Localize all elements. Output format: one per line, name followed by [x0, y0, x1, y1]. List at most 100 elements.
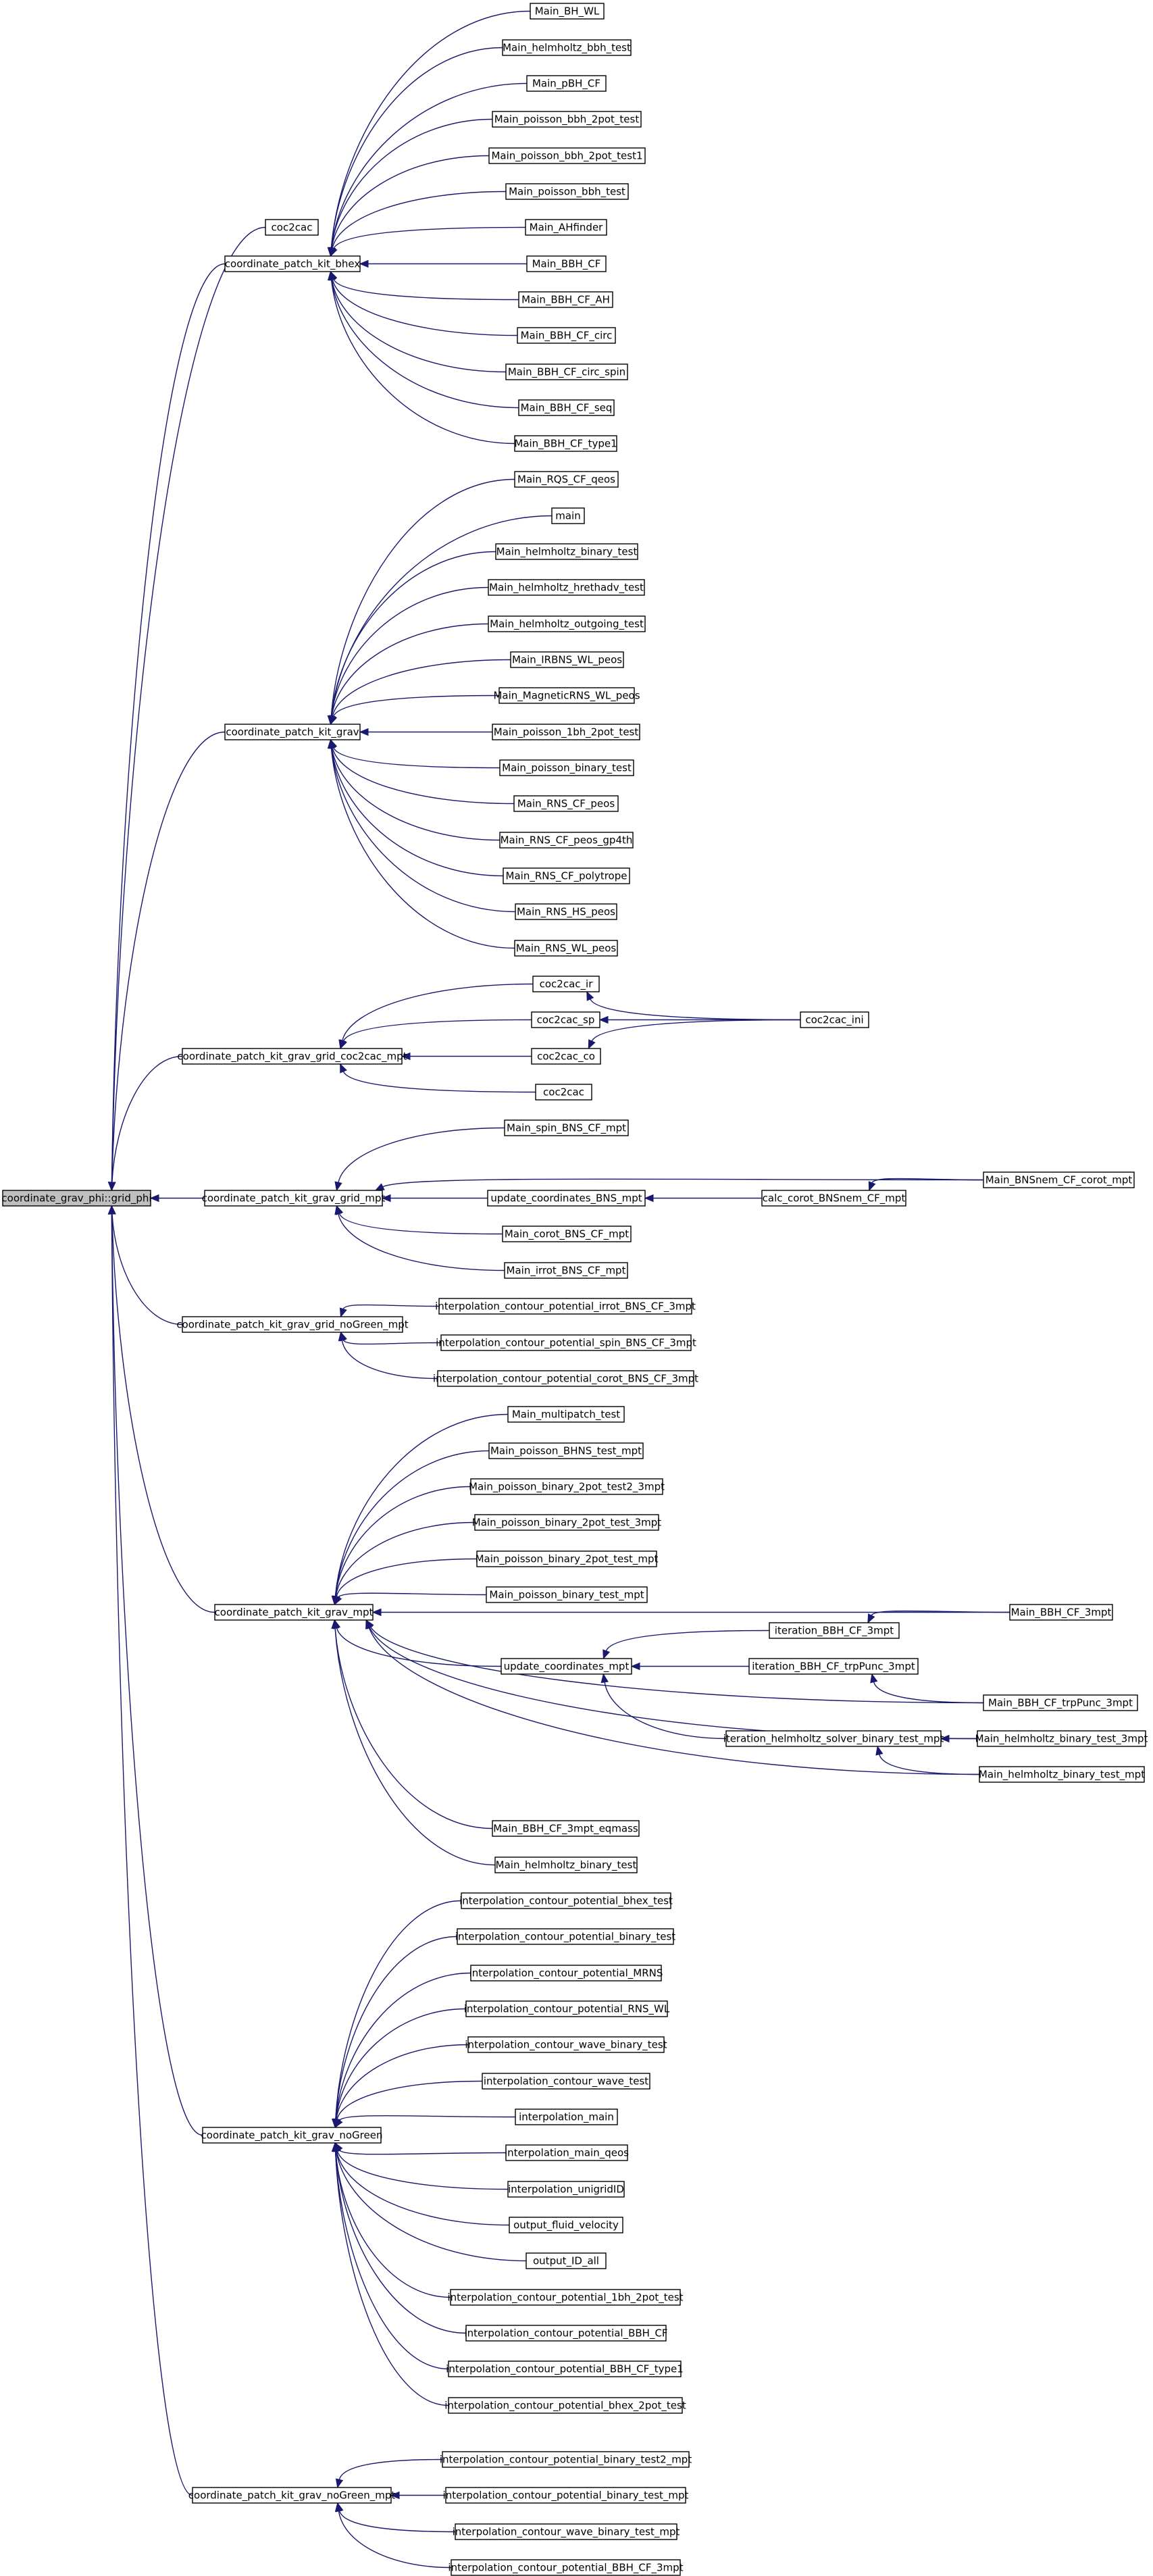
- node-Main_BNSnem_CF_corot_mpt[interactable]: Main_BNSnem_CF_corot_mpt: [983, 1171, 1135, 1188]
- node-iteration_BBH_CF_3mpt[interactable]: iteration_BBH_CF_3mpt: [769, 1622, 900, 1639]
- node-Main_helmholtz_binary_test[interactable]: Main_helmholtz_binary_test: [495, 543, 638, 560]
- edge-line: [332, 191, 507, 249]
- node-icp_BBH_CF_type1[interactable]: interpolation_contour_potential_BBH_CF_t…: [446, 2360, 684, 2377]
- node-Main_MagneticRNS_WL_peos[interactable]: Main_MagneticRNS_WL_peos: [493, 687, 640, 704]
- edge-line: [330, 10, 531, 249]
- node-Main_poisson_bbh_2pot_test[interactable]: Main_poisson_bbh_2pot_test: [492, 111, 642, 128]
- node-interpolation_main_qeos[interactable]: interpolation_main_qeos: [505, 2144, 629, 2161]
- node-icp_binary_test_mpt[interactable]: interpolation_contour_potential_binary_t…: [443, 2487, 689, 2504]
- node-calc_corot_BNSnem_CF_mpt[interactable]: calc_corot_BNSnem_CF_mpt: [761, 1190, 906, 1207]
- node-icp_1bh_2pot_test[interactable]: interpolation_contour_potential_1bh_2pot…: [447, 2289, 684, 2306]
- node-coc2cac_ini[interactable]: coc2cac_ini: [800, 1011, 869, 1028]
- node-Main_BBH_CF_AH[interactable]: Main_BBH_CF_AH: [518, 291, 613, 308]
- node-Main_pBH_CF[interactable]: Main_pBH_CF: [526, 75, 607, 92]
- node-Main_IRBNS_WL_peos[interactable]: Main_IRBNS_WL_peos: [510, 651, 624, 668]
- edge-line: [111, 731, 226, 1183]
- node-icw_binary_test[interactable]: interpolation_contour_wave_binary_test: [465, 2036, 667, 2053]
- node-kit_grav[interactable]: coordinate_patch_kit_grav: [224, 724, 361, 740]
- node-kit_grav_noGreen_mpt[interactable]: coordinate_patch_kit_grav_noGreen_mpt: [188, 2487, 396, 2504]
- edge-kit_grav_noGreen_mpt-to-icp_binary_test_mpt: [390, 2491, 446, 2500]
- node-Main_RQS_CF_qeos[interactable]: Main_RQS_CF_qeos: [514, 471, 619, 488]
- node-kit_grid_mpt[interactable]: coordinate_patch_kit_grav_grid_mpt: [202, 1190, 386, 1207]
- node-output_fluid_velocity[interactable]: output_fluid_velocity: [509, 2217, 623, 2233]
- node-Main_RNS_CF_peos[interactable]: Main_RNS_CF_peos: [513, 795, 619, 812]
- node-label: Main_helmholtz_hrethadv_test: [489, 582, 644, 595]
- node-icw_binary_test_mpt[interactable]: interpolation_contour_wave_binary_test_m…: [453, 2523, 680, 2540]
- node-icp_bhex_2pot_test[interactable]: interpolation_contour_potential_bhex_2po…: [444, 2397, 686, 2414]
- node-Main_multipatch_test[interactable]: Main_multipatch_test: [507, 1406, 625, 1423]
- node-kit_grav_mpt[interactable]: coordinate_patch_kit_grav_mpt: [214, 1604, 374, 1621]
- edge-line: [369, 1627, 978, 1740]
- node-coc2cac_top[interactable]: coc2cac: [265, 219, 319, 236]
- node-icp_binary_test[interactable]: interpolation_contour_potential_binary_t…: [455, 1928, 675, 1945]
- node-icp_BBH_CF[interactable]: interpolation_contour_potential_BBH_CF: [464, 2325, 668, 2342]
- node-Main_helmholtz_binary_test_3mpt[interactable]: Main_helmholtz_binary_test_3mpt: [975, 1730, 1148, 1747]
- node-Main_RNS_HS_peos[interactable]: Main_RNS_HS_peos: [515, 903, 617, 920]
- node-coc2cac_ir[interactable]: coc2cac_ir: [532, 976, 600, 992]
- node-update_coordinates_BNS_mpt[interactable]: update_coordinates_BNS_mpt: [487, 1190, 646, 1207]
- edge-kit_grav-to-Main_RNS_CF_peos_gp4th: [328, 738, 501, 841]
- node-label: iteration_BBH_CF_trpPunc_3mpt: [752, 1661, 915, 1673]
- node-Main_BBH_CF[interactable]: Main_BBH_CF: [526, 255, 607, 272]
- node-Main_poisson_binary_2pot_test_mpt[interactable]: Main_poisson_binary_2pot_test_mpt: [476, 1550, 659, 1567]
- node-Main_corot_BNS_CF_mpt[interactable]: Main_corot_BNS_CF_mpt: [502, 1226, 632, 1242]
- node-kit_bhex[interactable]: coordinate_patch_kit_bhex: [224, 255, 361, 272]
- node-iteration_BBH_CF_trpPunc_3mpt[interactable]: iteration_BBH_CF_trpPunc_3mpt: [748, 1658, 919, 1675]
- node-Main_poisson_1bh_2pot_test[interactable]: Main_poisson_1bh_2pot_test: [492, 724, 640, 740]
- node-Main_helmholtz_bbh_test[interactable]: Main_helmholtz_bbh_test: [502, 39, 632, 56]
- node-Main_AHfinder[interactable]: Main_AHfinder: [525, 219, 607, 236]
- node-label: Main_AHfinder: [530, 222, 604, 234]
- node-Main_spin_BNS_CF_mpt[interactable]: Main_spin_BNS_CF_mpt: [504, 1119, 629, 1136]
- node-Main_BBH_CF_circ[interactable]: Main_BBH_CF_circ: [517, 327, 616, 344]
- node-Main_BBH_CF_circ_spin[interactable]: Main_BBH_CF_circ_spin: [505, 363, 628, 380]
- node-kit_grid_coc2cac[interactable]: coordinate_patch_kit_grav_grid_coc2cac_m…: [177, 1048, 407, 1065]
- node-icp_MRNS[interactable]: interpolation_contour_potential_MRNS: [469, 1965, 663, 1981]
- node-Main_poisson_binary_test[interactable]: Main_poisson_binary_test: [499, 759, 634, 776]
- node-icw_test[interactable]: interpolation_contour_wave_test: [482, 2073, 650, 2090]
- node-icp_bhex_test[interactable]: interpolation_contour_potential_bhex_tes…: [459, 1892, 673, 1909]
- node-interpolation_main[interactable]: interpolation_main: [515, 2108, 618, 2125]
- node-box: [517, 327, 616, 344]
- node-icp_RNS_WL[interactable]: interpolation_contour_potential_RNS_WL: [464, 2000, 670, 2017]
- node-Main_BBH_CF_type1[interactable]: Main_BBH_CF_type1: [514, 435, 617, 452]
- node-label: Main_RNS_HS_peos: [517, 906, 615, 919]
- node-Main_poisson_binary_2pot_test_3mpt[interactable]: Main_poisson_binary_2pot_test_3mpt: [472, 1514, 662, 1531]
- node-coordinate_grav_phi[interactable]: coordinate_grav_phi::grid_phi: [1, 1190, 152, 1207]
- node-icp_spin_BNS_CF_3mpt[interactable]: interpolation_contour_potential_spin_BNS…: [436, 1334, 696, 1351]
- node-iteration_helmholtz_solver_binary_test_mpt[interactable]: iteration_helmholtz_solver_binary_test_m…: [723, 1730, 944, 1747]
- node-kit_grav_noGreen[interactable]: coordinate_patch_kit_grav_noGreen: [201, 2127, 383, 2144]
- node-Main_helmholtz_hrethadv_test[interactable]: Main_helmholtz_hrethadv_test: [488, 579, 645, 596]
- node-kit_grid_noGreen_mpt[interactable]: coordinate_patch_kit_grav_grid_noGreen_m…: [176, 1316, 409, 1333]
- node-Main_BH_WL[interactable]: Main_BH_WL: [530, 3, 605, 20]
- node-Main_BBH_CF_seq[interactable]: Main_BBH_CF_seq: [518, 399, 615, 416]
- node-label: coordinate_patch_kit_bhex: [225, 258, 361, 271]
- node-Main_BBH_CF_3mpt[interactable]: Main_BBH_CF_3mpt: [1009, 1604, 1113, 1621]
- node-coc2cac_sp[interactable]: coc2cac_sp: [531, 1011, 600, 1028]
- node-icp_irrot_BNS_CF_3mpt[interactable]: interpolation_contour_potential_irrot_BN…: [435, 1298, 696, 1315]
- node-main[interactable]: main: [551, 507, 585, 524]
- node-icp_corot_BNS_CF_3mpt[interactable]: interpolation_contour_potential_corot_BN…: [433, 1370, 698, 1387]
- node-Main_poisson_bbh_2pot_test1[interactable]: Main_poisson_bbh_2pot_test1: [488, 147, 646, 164]
- node-update_coordinates_mpt[interactable]: update_coordinates_mpt: [501, 1658, 632, 1675]
- node-Main_poisson_binary_2pot_test2_3mpt[interactable]: Main_poisson_binary_2pot_test2_3mpt: [469, 1478, 665, 1495]
- node-icp_BBH_CF_3mpt[interactable]: interpolation_contour_potential_BBH_CF_3…: [448, 2559, 684, 2576]
- node-Main_BBH_CF_trpPunc_3mpt[interactable]: Main_BBH_CF_trpPunc_3mpt: [983, 1694, 1138, 1711]
- node-box: [448, 2360, 682, 2377]
- node-box: [526, 255, 607, 272]
- node-Main_poisson_binary_test_mpt[interactable]: Main_poisson_binary_test_mpt: [486, 1586, 648, 1603]
- node-Main_helmholtz_binary_test_b[interactable]: Main_helmholtz_binary_test: [494, 1857, 638, 1873]
- node-output_ID_all[interactable]: output_ID_all: [526, 2252, 607, 2269]
- node-Main_helmholtz_outgoing_test[interactable]: Main_helmholtz_outgoing_test: [488, 615, 646, 632]
- node-Main_RNS_CF_polytrope[interactable]: Main_RNS_CF_polytrope: [503, 867, 630, 884]
- node-icp_binary_test2_mpt[interactable]: interpolation_contour_potential_binary_t…: [440, 2451, 692, 2468]
- node-Main_helmholtz_binary_test_mpt[interactable]: Main_helmholtz_binary_test_mpt: [979, 1766, 1145, 1783]
- node-Main_poisson_BHNS_test_mpt[interactable]: Main_poisson_BHNS_test_mpt: [488, 1442, 644, 1459]
- node-Main_irrot_BNS_CF_mpt[interactable]: Main_irrot_BNS_CF_mpt: [504, 1262, 628, 1279]
- node-Main_poisson_bbh_test[interactable]: Main_poisson_bbh_test: [505, 183, 629, 200]
- node-interpolation_unigridID[interactable]: interpolation_unigridID: [507, 2181, 625, 2198]
- node-Main_BBH_CF_3mpt_eqmass[interactable]: Main_BBH_CF_3mpt_eqmass: [492, 1820, 640, 1837]
- node-coc2cac_low[interactable]: coc2cac: [535, 1084, 592, 1101]
- node-Main_RNS_CF_peos_gp4th[interactable]: Main_RNS_CF_peos_gp4th: [499, 832, 634, 849]
- node-coc2cac_co[interactable]: coc2cac_co: [531, 1048, 601, 1065]
- node-Main_RNS_WL_peos[interactable]: Main_RNS_WL_peos: [514, 940, 618, 957]
